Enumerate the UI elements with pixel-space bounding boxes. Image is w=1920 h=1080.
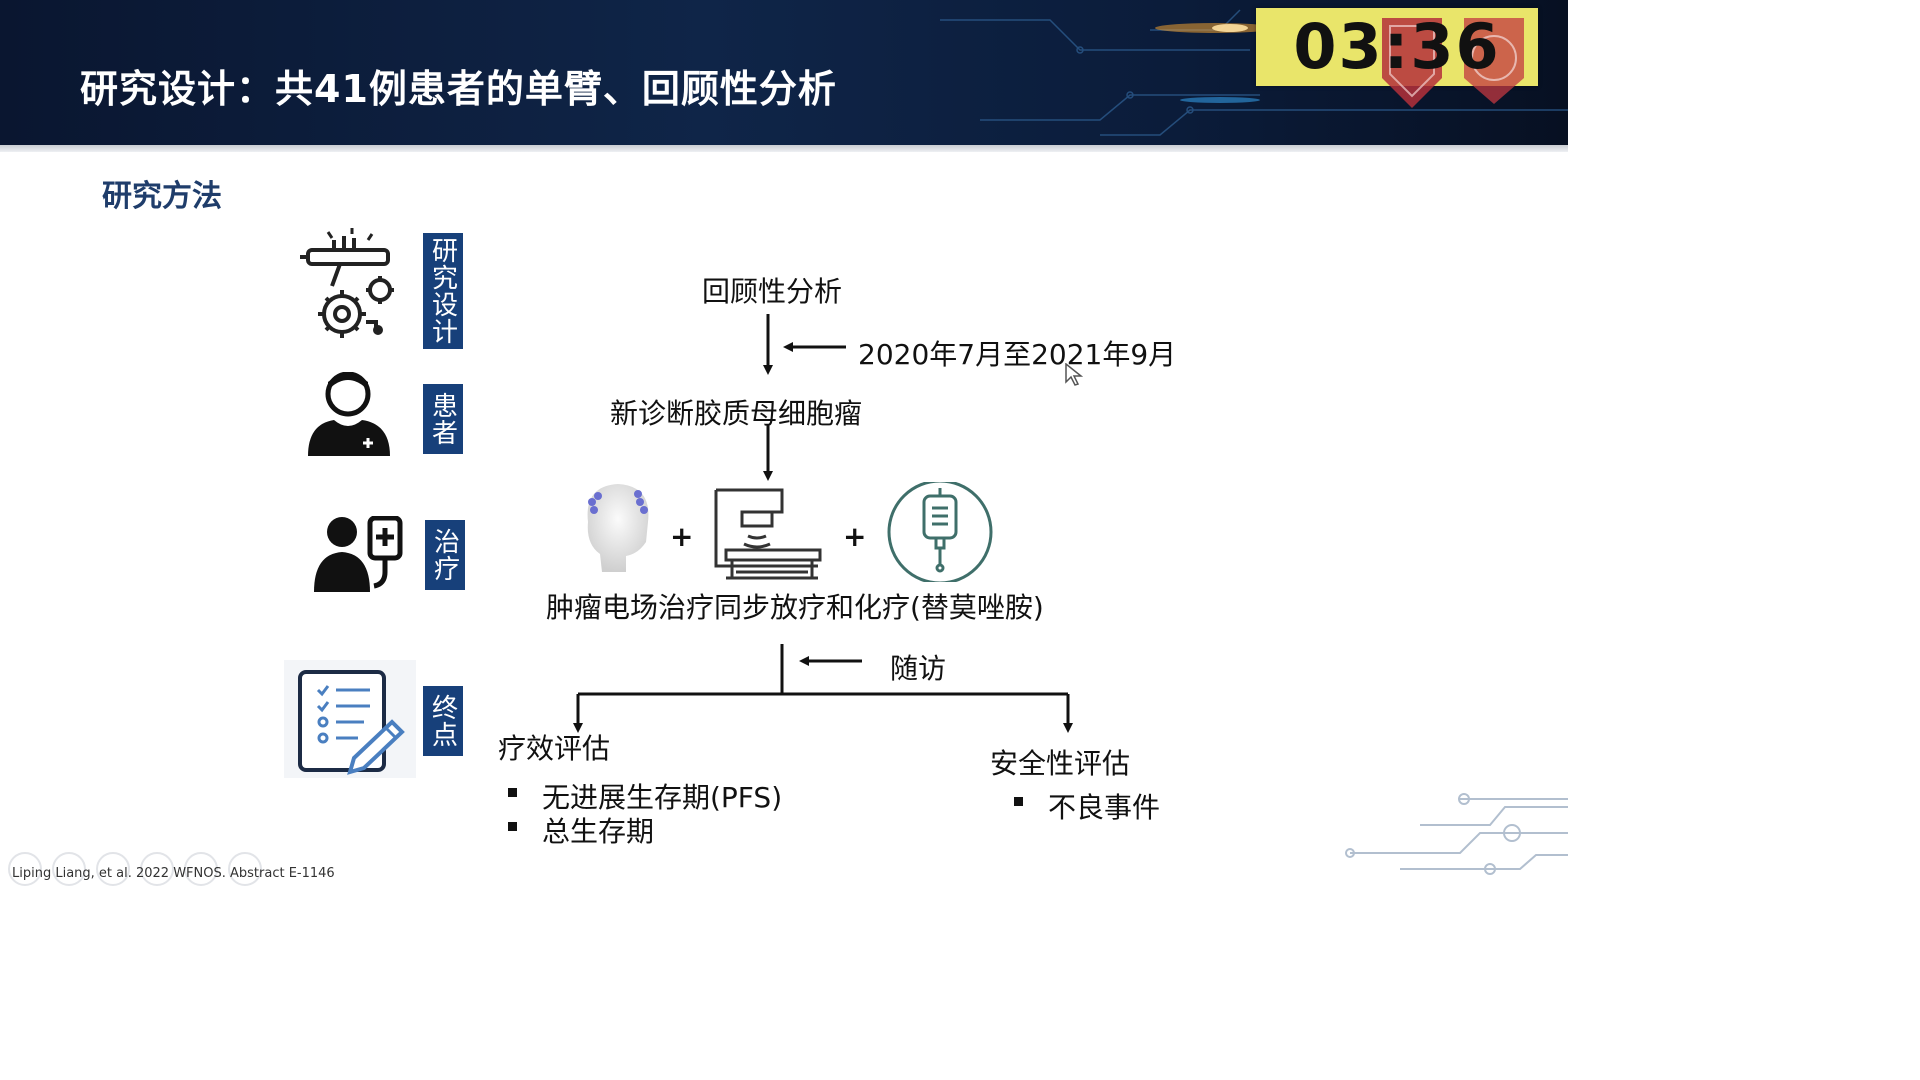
bullet-pfs	[508, 788, 517, 797]
label-endpoints: 终点	[423, 686, 463, 756]
efficacy-item-os: 总生存期	[542, 815, 655, 848]
slide-header: 研究设计：共41例患者的单臂、回顾性分析 03:36	[0, 0, 1568, 145]
nav-zoom-button[interactable]	[184, 852, 218, 886]
efficacy-item-pfs: 无进展生存期(PFS)	[542, 781, 783, 814]
section-title: 研究方法	[102, 179, 222, 214]
efficacy-title: 疗效评估	[498, 732, 611, 765]
patient-icon	[308, 372, 390, 456]
nav-next-button[interactable]	[52, 852, 86, 886]
safety-title: 安全性评估	[990, 747, 1131, 780]
iv-chemotherapy-icon	[887, 482, 993, 582]
flow-diagram-lines	[573, 314, 1073, 733]
mouse-cursor-icon	[1065, 363, 1083, 386]
plus-sign-1: +	[670, 520, 694, 553]
checklist-icon	[284, 660, 416, 778]
label-study-design: 研究设计	[423, 233, 463, 349]
slide-title: 研究设计：共41例患者的单臂、回顾性分析	[80, 67, 837, 111]
tech-circuit-decoration	[940, 9, 1568, 136]
nav-slides-button[interactable]	[140, 852, 174, 886]
safety-item-ae: 不良事件	[1048, 791, 1161, 824]
badge-logo-left	[1382, 18, 1442, 108]
circuit-decoration	[1345, 793, 1568, 875]
bullet-os	[508, 822, 517, 831]
countdown-timer: 03:36	[1256, 8, 1538, 108]
label-treatment: 治疗	[425, 520, 465, 590]
citation-footer: Liping Liang, et al. 2022 WFNOS. Abstrac…	[12, 866, 335, 881]
timer-value: 03:36	[1293, 10, 1501, 83]
flow-diagnosis: 新诊断胶质母细胞瘤	[610, 397, 863, 430]
flow-treatment: 肿瘤电场治疗同步放疗和化疗(替莫唑胺)	[546, 591, 1044, 624]
ttfields-head-icon	[587, 484, 649, 572]
design-gears-icon	[300, 228, 394, 338]
nav-more-button[interactable]	[228, 852, 262, 886]
nav-prev-button[interactable]	[8, 852, 42, 886]
treatment-icon	[314, 516, 403, 592]
bullet-ae	[1014, 797, 1023, 806]
radiotherapy-machine-icon	[714, 488, 822, 580]
flow-period: 2020年7月至2021年9月	[858, 338, 1177, 371]
plus-sign-2: +	[843, 520, 867, 553]
nav-pen-button[interactable]	[96, 852, 130, 886]
flow-retrospective: 回顾性分析	[702, 275, 843, 308]
badge-logo-right	[1464, 18, 1524, 104]
header-divider	[0, 145, 1568, 152]
label-patients: 患者	[423, 384, 463, 454]
flow-followup: 随访	[890, 652, 947, 685]
